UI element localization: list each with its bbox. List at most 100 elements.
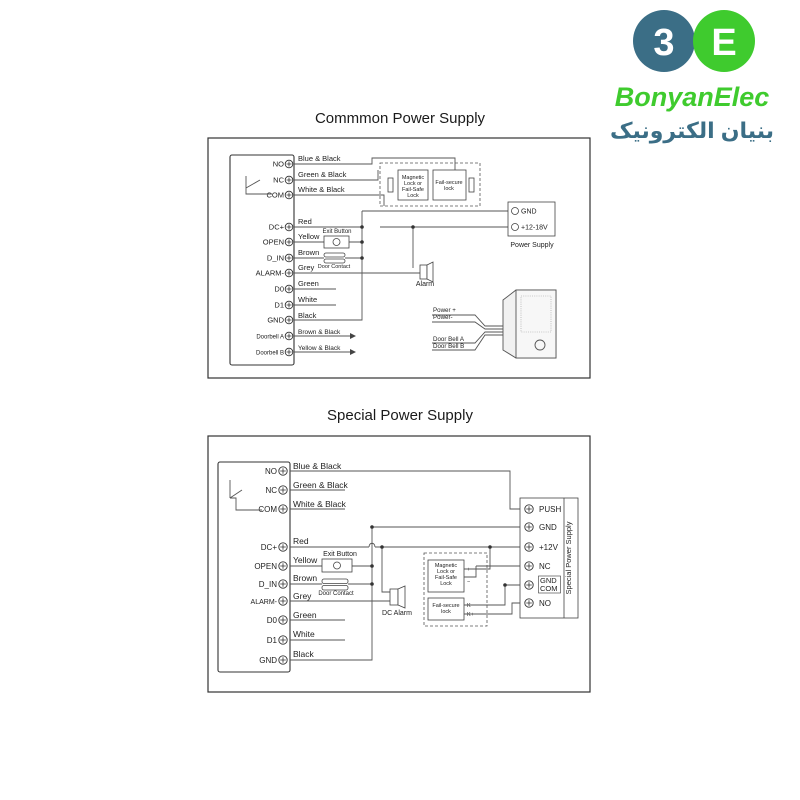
d2-junction-1 xyxy=(370,525,374,529)
d2-junction-6 xyxy=(503,583,507,587)
d1-screw-cross-no xyxy=(286,161,292,167)
d2-screw-cross-nc xyxy=(280,487,286,493)
d1-exit-button xyxy=(323,235,350,249)
d2-ps-gndcom-box xyxy=(538,575,561,594)
d1-terminal-nc: NC xyxy=(273,176,284,185)
d1-terminal-gnd: GND xyxy=(267,316,284,325)
d2-terminal-d1: D1 xyxy=(267,636,278,645)
d1-terminal-d1: D1 xyxy=(274,301,284,310)
d1-door-contact-bottom xyxy=(323,258,346,264)
d2-ps-terminal-no: NO xyxy=(539,599,551,608)
d1-screw-cross-nc xyxy=(286,177,292,183)
d2-terminal-nc: NC xyxy=(265,486,277,495)
d1-wire-label-brown-black: Brown & Black xyxy=(298,329,341,336)
d2-ps-terminal-nc: NC xyxy=(539,562,551,571)
d2-junction-5 xyxy=(488,545,492,549)
d2-terminal-gnd: GND xyxy=(259,656,277,665)
d1-alarm xyxy=(419,264,428,280)
d2-ps-terminal-12v: +12V xyxy=(539,543,559,552)
d2-screw-cross-d0 xyxy=(280,617,286,623)
d2-wire-label-yellow: Yellow xyxy=(293,555,318,565)
d2-exit-button-knob xyxy=(333,561,341,570)
d1-diode-left xyxy=(387,177,394,193)
d2-ps-screw-cross-no xyxy=(526,600,532,606)
d2-wire-nc-com xyxy=(290,489,345,510)
d1-screw-cross-d1 xyxy=(286,302,292,308)
d2-wire-label-green-black: Green & Black xyxy=(293,480,349,490)
d2-exit-button-label: Exit Button xyxy=(323,551,357,558)
d1-wire-nc xyxy=(294,170,379,181)
d2-lock-kplus: K+ xyxy=(467,612,474,618)
d2-door-contact-bottom xyxy=(321,585,349,591)
d1-terminal-doorbell-a: Doorbell A xyxy=(256,335,284,341)
d2-wire-label-grey: Grey xyxy=(293,591,312,601)
d1-door-contact-top xyxy=(323,252,346,258)
d2-ps-screw-cross-nc xyxy=(526,563,532,569)
d2-wire-alarm-plus xyxy=(381,547,390,593)
d1-bell-label-power: Power- xyxy=(433,314,453,321)
d2-wire-black xyxy=(290,527,373,661)
d1-terminal-com: COM xyxy=(267,191,285,200)
d2-wire-label-brown: Brown xyxy=(293,573,317,583)
d1-terminal-dc: DC+ xyxy=(269,223,285,232)
d1-wire-label-green-black: Green & Black xyxy=(298,170,347,179)
d2-controller xyxy=(217,461,291,673)
d2-screw-cross-dc xyxy=(280,544,286,550)
d2-power-supply xyxy=(519,497,579,619)
d2-alarm-horn xyxy=(397,585,406,609)
d2-lock-plus: + xyxy=(467,567,470,573)
d2-alarm-label: DC Alarm xyxy=(382,610,412,617)
d1-terminal-block: NONCCOMDC+OPEND_INALARM-D0D1GNDDoorbell … xyxy=(256,160,294,357)
d1-ps-vin-terminal xyxy=(511,223,519,231)
d2-wire-lock-plus xyxy=(464,547,491,570)
d2-door-contact-label: Door Contact xyxy=(318,591,354,597)
d1-door-contact-label: Door Contact xyxy=(318,264,351,270)
d1-controller xyxy=(229,154,295,366)
d1-ps-gnd-label: GND xyxy=(521,209,537,216)
diagram1-frame xyxy=(207,137,591,379)
brand-logo: 3 E BonyanElec بنیان الکترونیک xyxy=(610,10,774,144)
d1-wire-12v xyxy=(380,226,508,268)
d1-doorbell-unit xyxy=(432,289,557,359)
d1-wire-no xyxy=(294,157,456,170)
d2-wire-lock-nc xyxy=(464,565,520,578)
d2-terminal-dc: DC+ xyxy=(261,543,278,552)
d1-relay-contact xyxy=(245,176,272,195)
d1-exit-button-knob xyxy=(332,238,341,246)
d2-screw-cross-alarm xyxy=(280,598,286,604)
d2-junction-3 xyxy=(370,582,374,586)
d2-ps-screw-cross-12v xyxy=(526,544,532,550)
d1-bell-label-door-bell-b: Door Bell B xyxy=(433,343,464,350)
d2-ps-screw-cross-gnd-com xyxy=(526,582,532,588)
d1-terminal-d0: D0 xyxy=(274,285,284,294)
d1-screw-cross-doorbell-a xyxy=(286,333,292,339)
d2-magnetic-lock xyxy=(427,559,465,593)
d2-lock-minus: − xyxy=(467,579,470,585)
logo-circle-green xyxy=(693,10,755,72)
d1-magnetic-lock xyxy=(397,169,429,201)
d1-terminal-doorbell-b: Doorbell B xyxy=(256,351,284,357)
d1-wire-doorbell xyxy=(294,335,350,353)
d2-failsecure-lock xyxy=(427,597,465,621)
d1-wire-label-yellow-black: Yellow & Black xyxy=(298,345,341,352)
d1-wire-label-grey: Grey xyxy=(298,263,315,272)
d1-screw-cross-com xyxy=(286,192,292,198)
d2-wire-label-black: Black xyxy=(293,649,315,659)
d1-screw-cross-alarm xyxy=(286,270,292,276)
d2-lock-kminus: K− xyxy=(467,603,474,609)
d1-wire-label-white: White xyxy=(298,295,317,304)
d1-exit-button-label: Exit Button xyxy=(322,229,351,235)
d2-ps-screw-cross-gnd xyxy=(526,524,532,530)
d2-terminal-com: COM xyxy=(258,505,277,514)
diagram1-title: Commmon Power Supply xyxy=(315,110,486,127)
d1-doorbell-arrows xyxy=(350,333,356,355)
d1-bell-label-power: Power + xyxy=(433,307,456,314)
d1-wire-label-brown: Brown xyxy=(298,248,319,257)
